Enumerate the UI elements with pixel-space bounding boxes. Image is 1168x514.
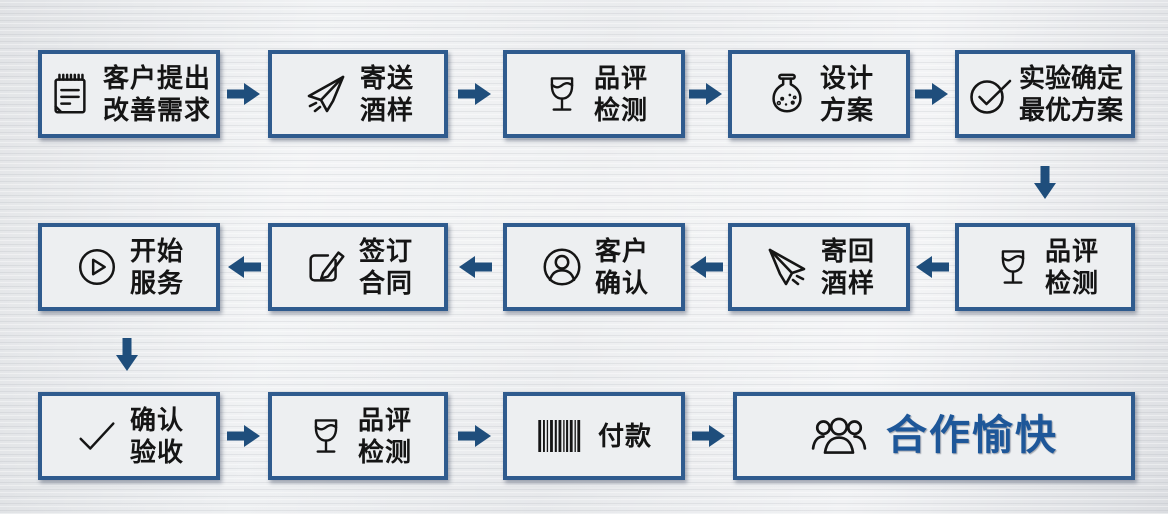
contract-pen-icon [303,244,349,290]
arrow-right-icon [227,424,261,448]
user-circle-icon [539,244,585,290]
step-payment: 付款 [503,392,685,480]
arrow-right-icon [915,82,949,106]
step-tasting-test-2: 品评 检测 [955,223,1135,311]
step-sign-contract: 签订 合同 [268,223,448,311]
arrow-right-icon [692,424,726,448]
step-customer-confirm: 客户 确认 [503,223,685,311]
check-circle-icon [967,70,1015,118]
step-label: 客户 确认 [594,235,649,299]
barcode-icon [536,420,582,452]
arrow-down-icon [1033,166,1057,200]
step-return-samples: 寄回 酒样 [728,223,910,311]
arrow-left-icon [458,255,492,279]
step-label: 客户提出 改善需求 [102,62,211,126]
step-label: 付款 [597,420,652,451]
arrow-right-icon [227,82,261,106]
step-label: 品评 检测 [1044,235,1099,299]
arrow-left-icon [227,255,261,279]
step-send-samples: 寄送 酒样 [268,50,448,138]
flask-icon [764,71,810,117]
arrow-down-icon [115,338,139,372]
step-customer-request: 客户提出 改善需求 [38,50,220,138]
step-happy-cooperation: 合作愉快 [733,392,1135,480]
step-confirm-acceptance: 确认 验收 [38,392,220,480]
paper-plane-icon [302,70,350,118]
arrow-right-icon [689,82,723,106]
step-label: 品评 检测 [357,404,412,468]
step-label: 寄送 酒样 [359,62,414,126]
paper-plane-left-icon [763,243,811,291]
arrow-right-icon [458,82,492,106]
step-label: 实验确定 最优方案 [1018,62,1123,126]
step-tasting-test-3: 品评 检测 [268,392,448,480]
step-design-plan: 设计 方案 [728,50,910,138]
memo-icon [47,71,93,117]
arrow-left-icon [915,255,949,279]
step-label: 品评 检测 [593,62,648,126]
step-optimal-plan: 实验确定 最优方案 [955,50,1135,138]
arrow-left-icon [689,255,723,279]
step-tasting-test-1: 品评 检测 [503,50,685,138]
step-label: 寄回 酒样 [820,235,875,299]
people-group-icon [810,414,868,458]
step-start-service: 开始 服务 [38,223,220,311]
step-label: 确认 验收 [129,404,184,468]
step-label: 设计 方案 [819,62,874,126]
arrow-right-icon [458,424,492,448]
play-circle-icon [74,244,120,290]
wine-glass-icon [540,71,584,117]
wine-glass-icon [991,244,1035,290]
wine-glass-icon [304,413,348,459]
step-label: 开始 服务 [129,235,184,299]
step-label: 签订 合同 [358,235,413,299]
checkmark-icon [74,413,120,459]
step-label: 合作愉快 [886,412,1058,459]
